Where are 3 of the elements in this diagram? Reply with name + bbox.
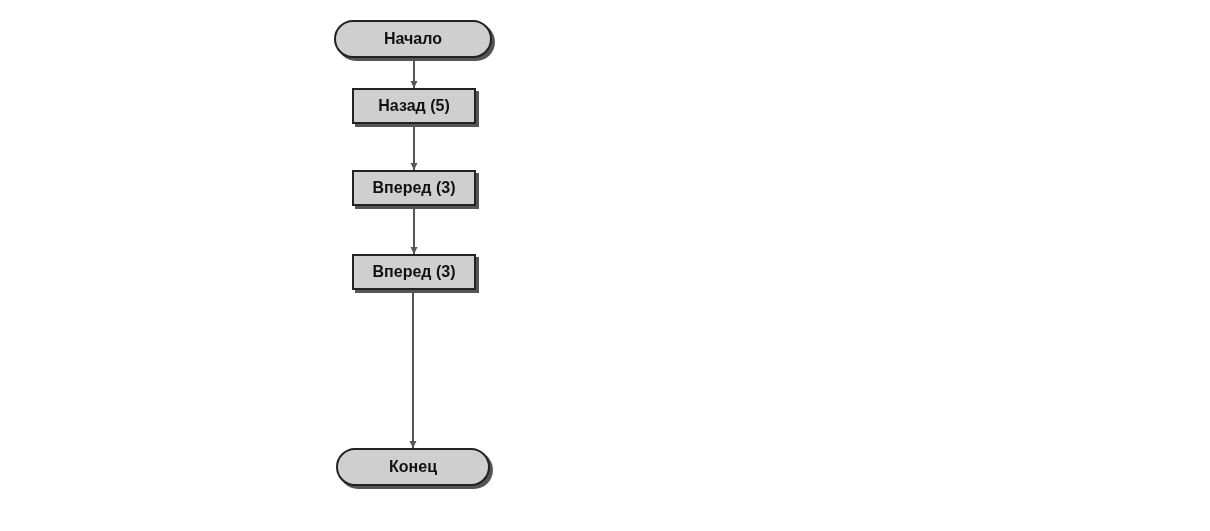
process-box: Назад (5)	[352, 88, 476, 124]
process-box: Вперед (3)	[352, 170, 476, 206]
process-box: Вперед (3)	[352, 254, 476, 290]
